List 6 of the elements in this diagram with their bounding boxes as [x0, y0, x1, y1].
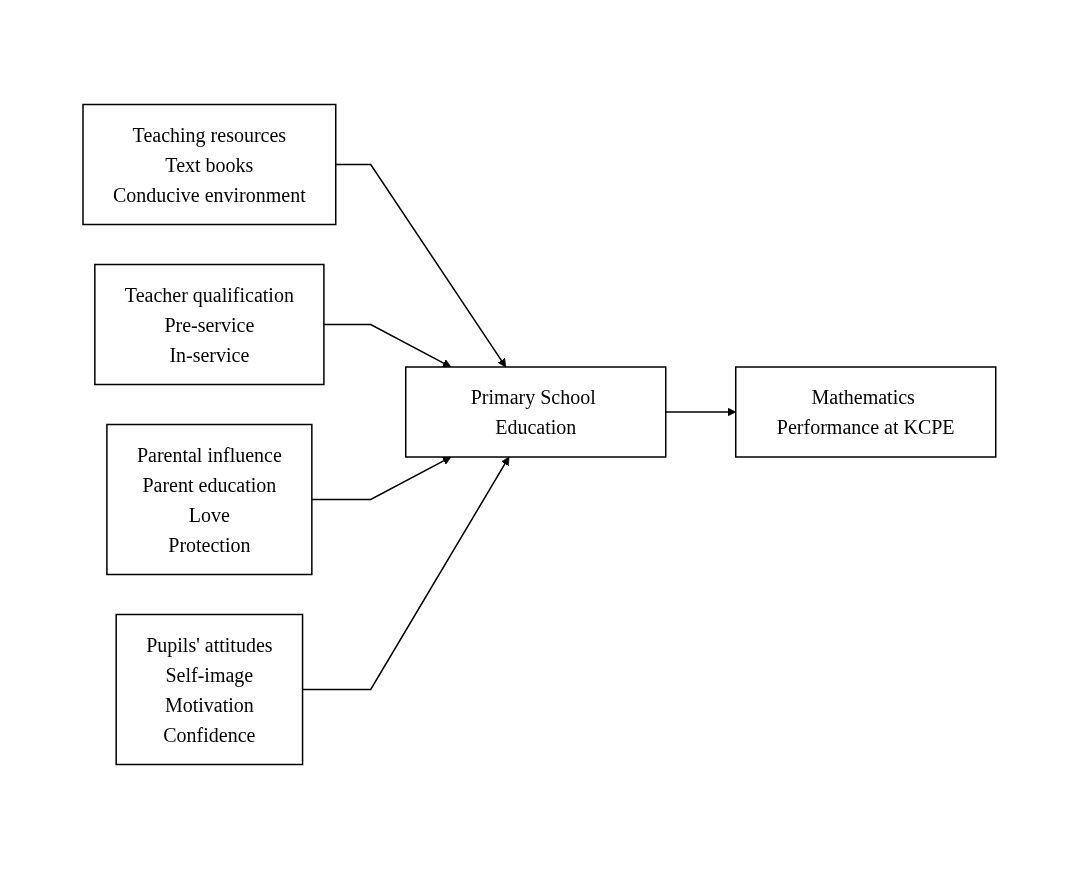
node-box: Teaching resources Text books Conducive environment: [81, 103, 337, 226]
node-box: Parental influence Parent education Love Protection: [105, 423, 313, 576]
node-box: Teacher qualification Pre-service In-service: [93, 263, 325, 386]
node-box: Primary School Education: [404, 366, 667, 458]
node-box: Pupils' attitudes Self-image Motivation Confidence: [115, 613, 303, 766]
node-box: Mathematics Performance at KCPE: [734, 366, 997, 458]
